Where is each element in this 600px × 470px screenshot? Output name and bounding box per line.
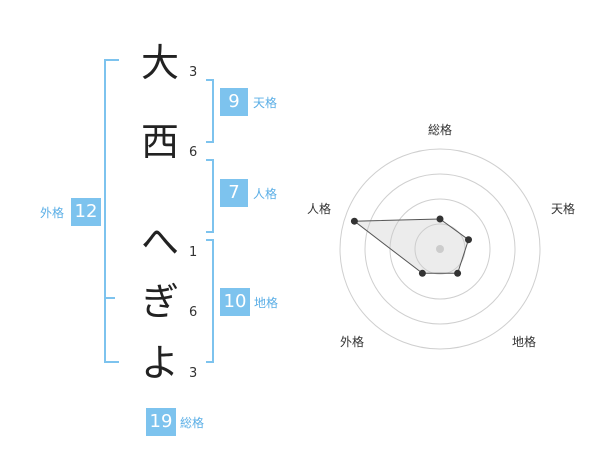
tenkaku-label: 天格 — [253, 96, 278, 110]
radar-ring — [364, 173, 516, 325]
radar-point-3 — [454, 269, 462, 277]
soukaku-badge: 19 — [146, 408, 176, 436]
chikaku-label: 地格 — [254, 296, 279, 310]
tenkaku-bracket — [206, 79, 214, 143]
soukaku-label: 総格 — [180, 416, 205, 430]
name-char-5: よ — [141, 341, 180, 385]
chikaku-bracket — [206, 239, 214, 363]
radar-point-5 — [350, 217, 358, 225]
tenkaku-badge: 9 — [220, 88, 248, 116]
name-char-4: ぎ — [141, 280, 180, 324]
axis-label-soukaku: 総格 — [428, 122, 452, 137]
gaikaku-bracket — [104, 59, 119, 363]
stroke-count-3: 1 — [189, 245, 198, 260]
radar-point-1 — [436, 215, 444, 223]
radar-point-4 — [418, 269, 426, 277]
jinkaku-badge: 7 — [220, 179, 248, 207]
gaikaku-bracket-tick — [104, 297, 115, 299]
axis-label-chikaku: 地格 — [512, 334, 536, 349]
name-char-2: 西 — [141, 120, 180, 164]
stroke-count-4: 6 — [189, 305, 198, 320]
name-char-1: 大 — [141, 41, 180, 85]
radar-points — [350, 215, 472, 277]
radar-point-2 — [465, 236, 472, 244]
stroke-count-2: 6 — [189, 145, 198, 160]
axis-label-jinkaku: 人格 — [307, 201, 331, 216]
gaikaku-badge: 12 — [71, 198, 101, 226]
stroke-count-5: 3 — [189, 366, 198, 381]
jinkaku-label: 人格 — [253, 187, 278, 201]
chikaku-badge: 10 — [220, 288, 250, 316]
axis-label-gaikaku: 外格 — [340, 334, 364, 349]
jinkaku-bracket — [206, 159, 214, 233]
radar-center-dot — [436, 245, 444, 253]
axis-label-tenkaku: 天格 — [551, 201, 575, 216]
stroke-count-1: 3 — [189, 65, 198, 80]
radar-series-area — [352, 218, 470, 274]
name-char-3: へ — [141, 220, 180, 264]
gaikaku-label: 外格 — [40, 206, 65, 220]
radar-ring — [339, 148, 541, 350]
